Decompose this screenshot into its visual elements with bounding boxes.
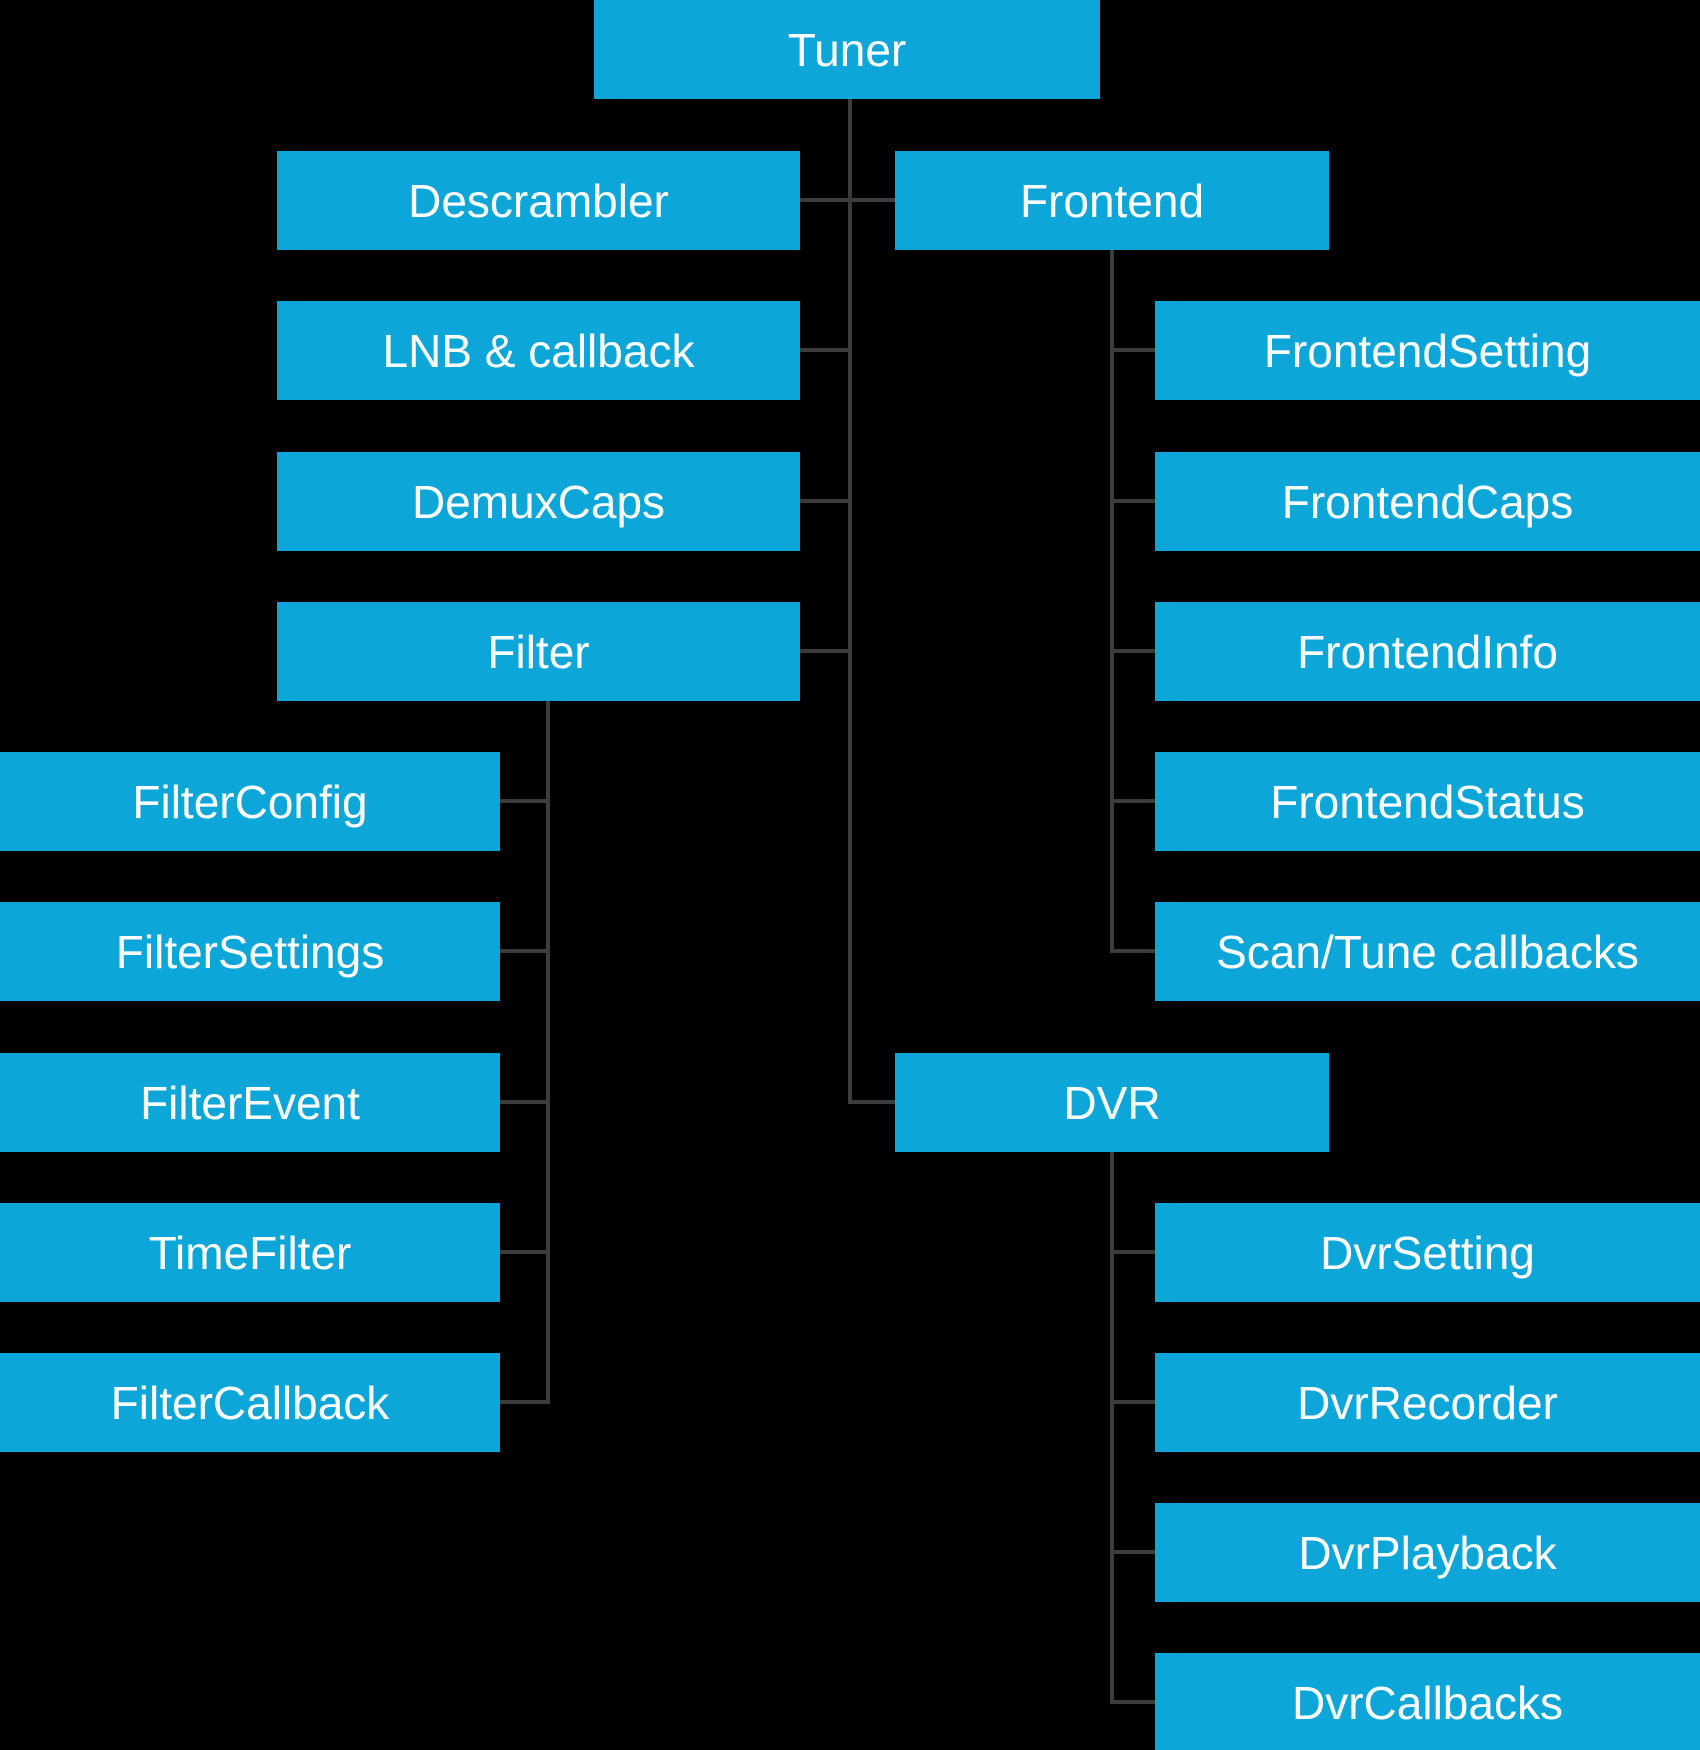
node-dvrcallbacks: DvrCallbacks	[1155, 1653, 1700, 1750]
connector-frontendstatus	[1114, 799, 1155, 803]
connector-timefilter	[500, 1250, 546, 1254]
connector-scantune	[1114, 949, 1155, 953]
connector-filterconfig	[500, 799, 546, 803]
node-timefilter: TimeFilter	[0, 1203, 500, 1302]
connector-filterevent	[500, 1100, 546, 1104]
node-frontendcaps: FrontendCaps	[1155, 452, 1700, 551]
node-frontend: Frontend	[895, 151, 1329, 250]
connector-dvrrecorder	[1114, 1400, 1155, 1404]
node-filter: Filter	[277, 602, 800, 701]
node-filterconfig: FilterConfig	[0, 752, 500, 851]
node-frontendsetting: FrontendSetting	[1155, 301, 1700, 400]
node-scantune-callbacks: Scan/Tune callbacks	[1155, 902, 1700, 1001]
node-dvr: DVR	[895, 1053, 1329, 1152]
connector-tuner-trunk	[848, 99, 852, 1104]
node-dvrplayback: DvrPlayback	[1155, 1503, 1700, 1602]
connector-dvr-trunk	[1110, 1152, 1114, 1704]
node-descrambler: Descrambler	[277, 151, 800, 250]
node-frontendinfo: FrontendInfo	[1155, 602, 1700, 701]
node-filterevent: FilterEvent	[0, 1053, 500, 1152]
connector-frontendinfo	[1114, 649, 1155, 653]
connector-dvrsetting	[1114, 1250, 1155, 1254]
node-dvrsetting: DvrSetting	[1155, 1203, 1700, 1302]
node-dvrrecorder: DvrRecorder	[1155, 1353, 1700, 1452]
node-tuner: Tuner	[594, 0, 1100, 99]
node-filtersettings: FilterSettings	[0, 902, 500, 1001]
node-demuxcaps: DemuxCaps	[277, 452, 800, 551]
node-lnb-callback: LNB & callback	[277, 301, 800, 400]
node-frontendstatus: FrontendStatus	[1155, 752, 1700, 851]
connector-filtercallback	[500, 1400, 546, 1404]
connector-filter-trunk	[546, 701, 550, 1404]
connector-descrambler-frontend	[800, 198, 895, 202]
node-filtercallback: FilterCallback	[0, 1353, 500, 1452]
connector-frontend-trunk	[1110, 250, 1114, 953]
connector-dvr	[852, 1100, 895, 1104]
connector-dvrplayback	[1114, 1550, 1155, 1554]
connector-lnb	[800, 348, 848, 352]
connector-dvrcallbacks	[1114, 1700, 1155, 1704]
connector-frontendsetting	[1114, 348, 1155, 352]
connector-filtersettings	[500, 949, 546, 953]
connector-demuxcaps	[800, 499, 848, 503]
connector-filter	[800, 649, 848, 653]
connector-frontendcaps	[1114, 499, 1155, 503]
